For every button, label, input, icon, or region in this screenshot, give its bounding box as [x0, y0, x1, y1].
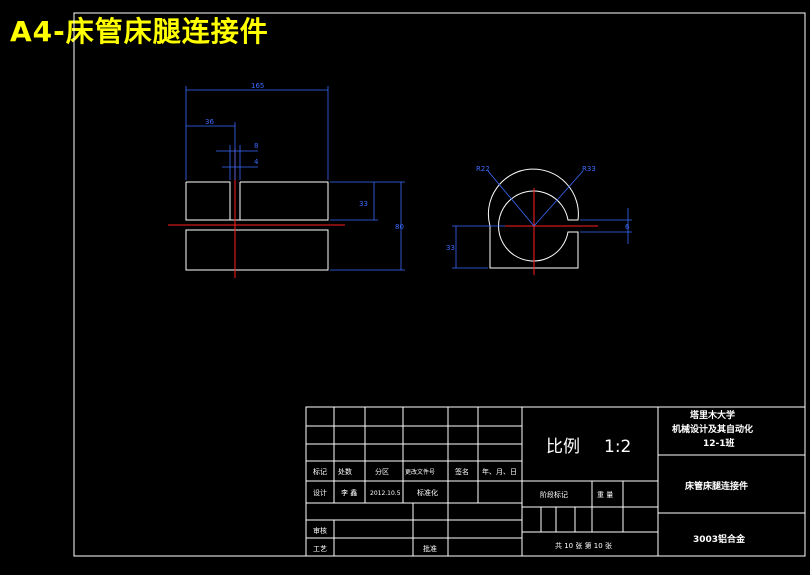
dim-r33-leader [533, 170, 584, 227]
tb-rev-h2: 分区 [375, 467, 389, 476]
dim-8-text: 8 [254, 142, 258, 150]
dim-r22-leader [487, 170, 535, 227]
tb-process: 工艺 [313, 545, 327, 553]
tb-standardization: 标准化 [417, 488, 438, 497]
tb-part-name: 床管床腿连接件 [685, 480, 748, 492]
dim-36-text: 36 [205, 118, 214, 126]
tb-design-label: 设计 [313, 488, 327, 497]
tb-class: 12-1班 [703, 437, 735, 449]
dim-6-text: 6 [625, 223, 630, 231]
dim-80-text: 80 [395, 223, 404, 231]
dim-165-text: 165 [251, 82, 264, 90]
tb-major: 机械设计及其自动化 [672, 423, 753, 435]
tb-rev-h0: 标记 [313, 467, 327, 476]
tb-design-date: 2012.10.5 [370, 490, 401, 497]
tb-review: 审核 [313, 526, 327, 535]
dim-4-text: 4 [254, 158, 259, 166]
tb-scale-label: 比例 [546, 437, 580, 457]
tb-rev-h3: 更改文件号 [405, 468, 435, 476]
title-block [305, 406, 806, 557]
tb-material: 3003铝合金 [693, 533, 746, 545]
drawing-border [73, 12, 806, 557]
tb-weight: 重 量 [597, 491, 613, 499]
front-view-outline [185, 181, 231, 221]
dim-r22-text: R22 [476, 165, 490, 173]
front-view-outline-right [240, 181, 329, 221]
side-view: R22 R33 33 6 [446, 165, 632, 275]
title-block-text: 塔里木大学 机械设计及其自动化 12-1班 比例 1:2 床管床腿连接件 300… [313, 409, 753, 553]
tb-stage-mark: 阶段标记 [540, 490, 568, 499]
side-view-outline [487, 168, 579, 269]
tb-rev-h5: 年、月、日 [482, 467, 517, 476]
tb-rev-h4: 签名 [455, 467, 469, 476]
tb-sheets: 共 10 张 第 10 张 [555, 541, 612, 550]
front-view: 165 36 8 4 80 33 [168, 82, 405, 278]
dim-r33-text: R33 [582, 165, 596, 173]
drawing-title: A4-床管床腿连接件 [10, 15, 269, 48]
tb-approve: 批准 [423, 544, 437, 553]
tb-designer: 李 鑫 [341, 488, 357, 497]
tb-school: 塔里木大学 [690, 409, 735, 421]
dim-33-left-text: 33 [446, 244, 455, 252]
tb-rev-h1: 处数 [338, 467, 352, 476]
tb-scale-value: 1:2 [604, 437, 631, 457]
front-view-lower-block [185, 229, 329, 271]
dim-33-text: 33 [359, 200, 368, 208]
